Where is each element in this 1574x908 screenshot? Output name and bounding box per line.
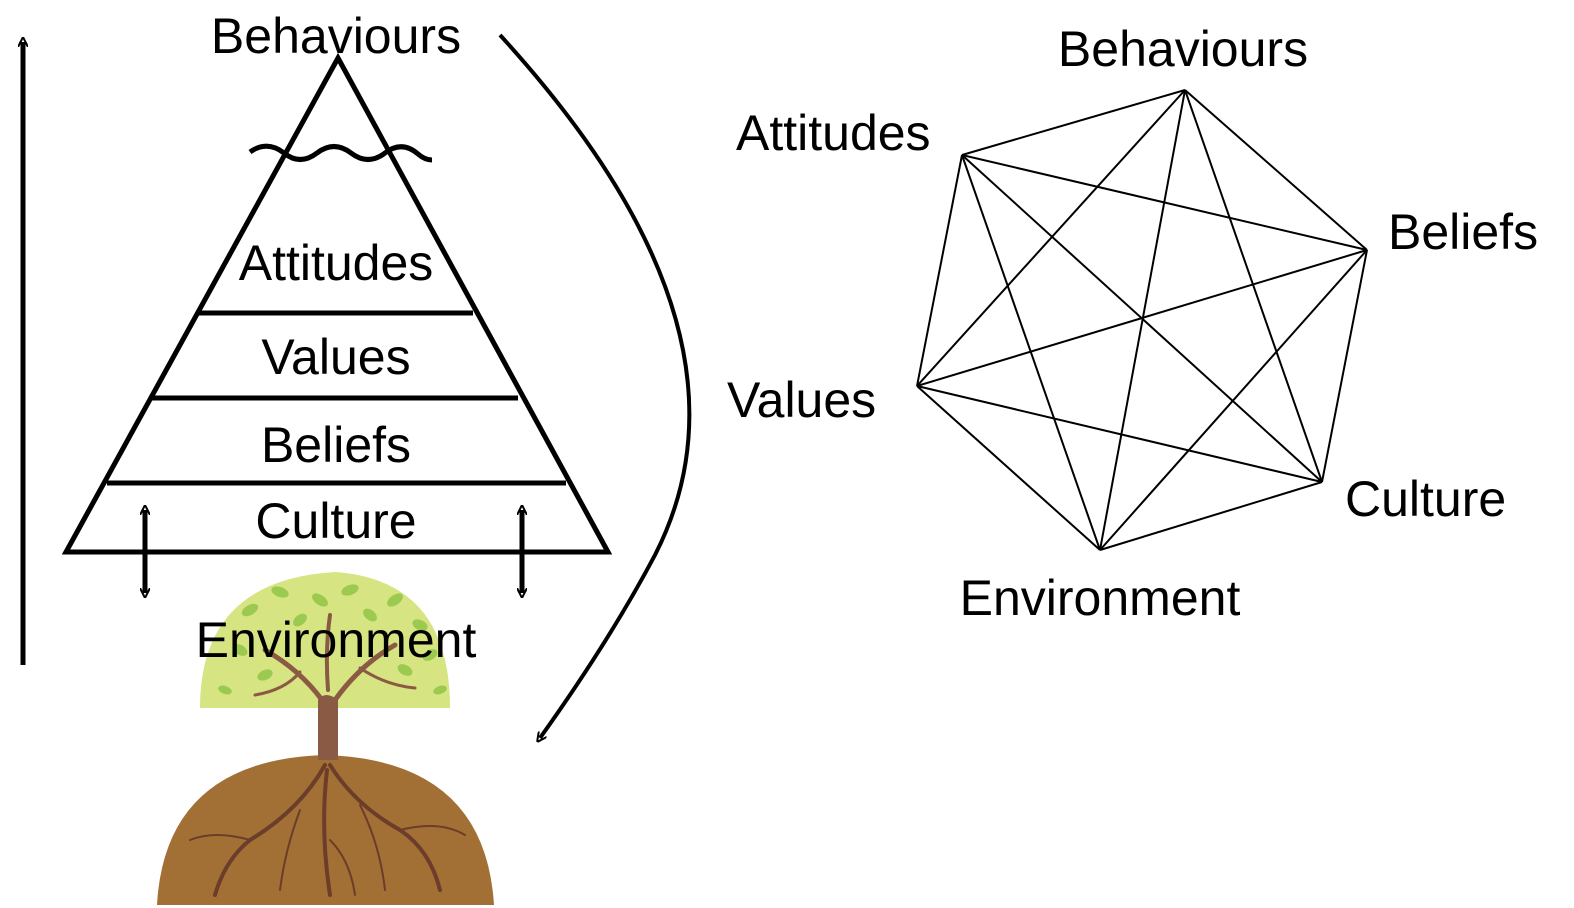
pyramid-top-label: Behaviours	[211, 8, 461, 64]
tree-icon	[157, 572, 494, 905]
network-edge	[961, 154, 1368, 251]
network-edge	[1099, 249, 1368, 551]
network-edge	[1184, 89, 1368, 251]
network-node-values: Values	[727, 372, 876, 428]
network-edge	[916, 154, 963, 387]
network-edge	[1321, 249, 1368, 483]
network-node-behaviours: Behaviours	[1058, 21, 1308, 77]
network-edges	[916, 89, 1368, 551]
pyramid-diagram: Behaviours Attitudes Values Beliefs Cult…	[23, 8, 692, 905]
waterline	[248, 143, 433, 163]
network-node-beliefs: Beliefs	[1388, 204, 1538, 260]
network-edge	[916, 385, 1101, 551]
network-diagram: Behaviours Beliefs Culture Environment V…	[727, 21, 1538, 626]
pyramid-layer-beliefs: Beliefs	[261, 417, 411, 473]
pyramid-base-label: Environment	[196, 612, 477, 668]
network-edge	[916, 385, 1323, 483]
pyramid-layer-values: Values	[261, 329, 410, 385]
pyramid-layer-culture: Culture	[255, 493, 416, 549]
network-edge	[961, 154, 1101, 551]
network-edge	[961, 154, 1323, 483]
pyramid-layer-attitudes: Attitudes	[239, 235, 434, 291]
network-edge	[916, 89, 1186, 387]
network-node-culture: Culture	[1345, 471, 1506, 527]
network-edge	[961, 89, 1186, 156]
network-node-environment: Environment	[960, 570, 1241, 626]
network-edge	[1184, 89, 1323, 483]
network-node-attitudes: Attitudes	[736, 105, 931, 161]
pyramid-outline	[61, 52, 613, 555]
network-edge	[1099, 481, 1323, 551]
curved-arrow-icon	[498, 33, 692, 738]
